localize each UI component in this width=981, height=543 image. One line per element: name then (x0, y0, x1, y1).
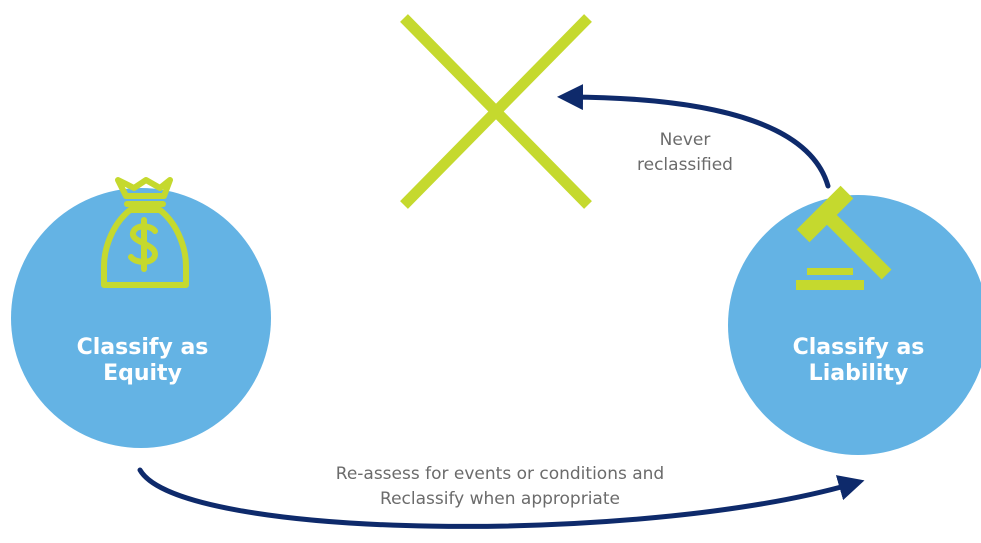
reassess-label: Re-assess for events or conditions and R… (250, 462, 750, 512)
liability-label-line2: Liability (808, 361, 909, 386)
gavel-icon (796, 185, 892, 290)
reassess-label-line1: Re-assess for events or conditions and (335, 464, 665, 484)
reassess-label-line2: Reclassify when appropriate (380, 489, 620, 509)
reassess-arrow (137, 467, 865, 529)
money-bag-icon (101, 177, 189, 288)
equity-label: Classify as Equity (40, 335, 245, 387)
equity-label-line2: Equity (103, 361, 182, 386)
never-reclassified-arrow (557, 84, 831, 189)
never-label-line2: reclassified (637, 155, 733, 175)
liability-label: Classify as Liability (756, 335, 961, 387)
liability-circle (728, 195, 981, 455)
never-reclassified-label: Never reclassified (600, 128, 770, 178)
equity-circle (11, 188, 271, 448)
x-mark-icon (400, 14, 592, 209)
never-label-line1: Never (659, 130, 711, 150)
liability-label-line1: Classify as (792, 335, 925, 360)
equity-label-line1: Classify as (76, 335, 209, 360)
